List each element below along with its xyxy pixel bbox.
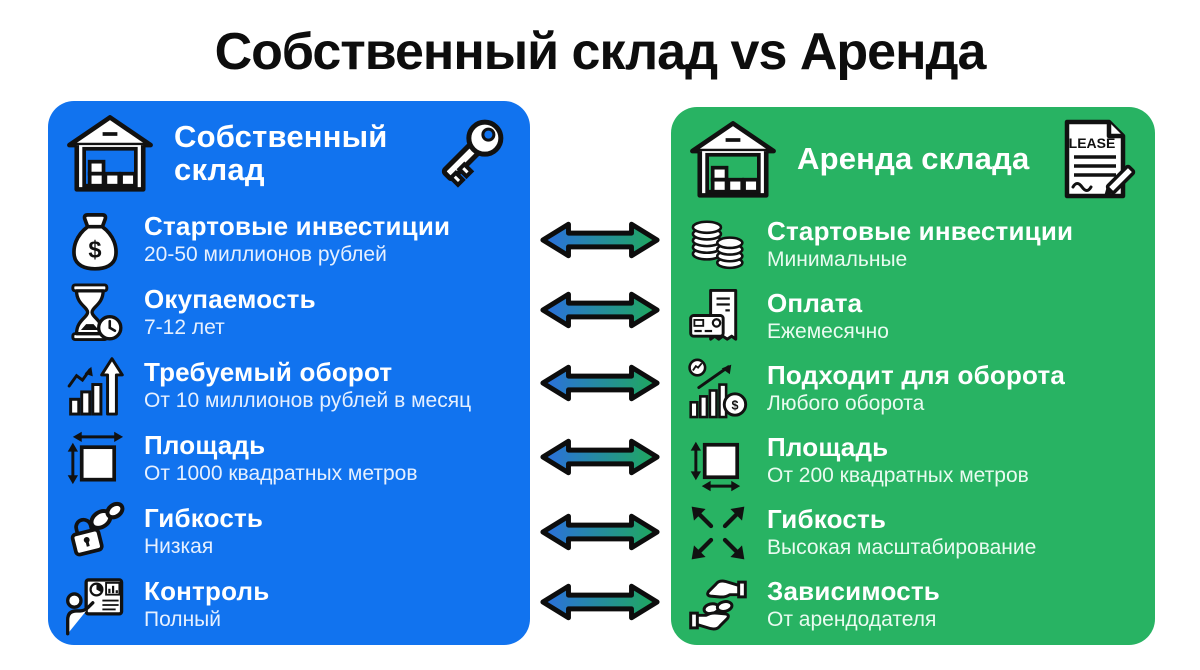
double-arrow-icon [540,221,660,259]
expand-arrows-icon [685,500,751,566]
page-title: Собственный склад vs Аренда [214,23,987,81]
feature-title: Стартовые инвестиции [144,210,451,241]
turnover-chart-icon: $ [685,356,751,422]
growth-chart-icon [62,353,128,419]
warehouse-icon [685,116,781,202]
feature-title: Стартовые инвестиции [767,216,1074,247]
own-warehouse-title: Собственный склад [174,118,388,187]
feature-value: Низкая [144,534,214,558]
feature-row: Площадь От 200 квадратных метров [685,425,1139,497]
feature-row: $ Подходит для оборота Любого оборота [685,353,1139,425]
feature-row: Контроль Полный [62,568,514,641]
feature-row: Требуемый оборот От 10 миллионов рублей … [62,349,514,422]
feature-title: Оплата [767,288,863,319]
feature-value: Ежемесячно [767,320,889,344]
svg-text:$: $ [88,237,101,263]
feature-row: $ Стартовые инвестиции 20-50 миллионов р… [62,203,514,276]
feature-title: Гибкость [767,504,887,535]
feature-row: Стартовые инвестиции Минимальные [685,209,1139,281]
feature-value: 7-12 лет [144,315,225,339]
feature-value: Любого оборота [767,392,925,416]
coins-icon [685,212,751,278]
rent-warehouse-header: Аренда склада LEASE [671,107,1155,207]
money-bag-icon: $ [62,207,128,273]
presenter-icon [62,572,128,638]
area-icon [62,426,128,492]
feature-title: Контроль [144,575,270,606]
svg-text:$: $ [731,399,738,413]
feature-title: Окупаемость [144,283,316,314]
lease-document-icon: LEASE [1053,117,1137,201]
area-icon [685,428,751,494]
feature-value: От 10 миллионов рублей в месяц [144,388,472,412]
key-icon [428,111,512,195]
double-arrow-icon [540,438,660,476]
feature-title: Площадь [144,429,266,460]
feature-title: Требуемый оборот [144,356,393,387]
double-arrow-icon [540,364,660,402]
feature-value: Минимальные [767,248,908,272]
feature-value: От 1000 квадратных метров [144,461,418,485]
feature-row: Гибкость Высокая масштабирование [685,497,1139,569]
dependency-hands-icon [685,572,751,638]
double-arrow-icon [540,513,660,551]
feature-value: От арендодателя [767,608,937,632]
feature-value: Полный [144,607,221,631]
rent-warehouse-title: Аренда склада [797,141,1030,177]
feature-row: Окупаемость 7-12 лет [62,276,514,349]
double-arrow-icon [540,291,660,329]
feature-value: 20-50 миллионов рублей [144,242,387,266]
feature-row: Оплата Ежемесячно [685,281,1139,353]
hourglass-clock-icon [62,280,128,346]
feature-value: Высокая масштабирование [767,536,1037,560]
feature-row: Зависимость От арендодателя [685,569,1139,641]
svg-text:LEASE: LEASE [1069,135,1116,151]
feature-row: Площадь От 1000 квадратных метров [62,422,514,495]
rent-warehouse-panel: Аренда склада LEASE [671,107,1155,645]
payment-icon [685,284,751,350]
feature-title: Площадь [767,432,889,463]
feature-value: От 200 квадратных метров [767,464,1029,488]
feature-row: Гибкость Низкая [62,495,514,568]
double-arrow-icon [540,583,660,621]
own-warehouse-header: Собственный склад [48,101,530,201]
own-warehouse-panel: Собственный склад $ [48,101,530,645]
feature-title: Гибкость [144,502,264,533]
chain-lock-icon [62,499,128,565]
warehouse-icon [62,110,158,196]
feature-title: Зависимость [767,576,940,607]
feature-title: Подходит для оборота [767,360,1066,391]
